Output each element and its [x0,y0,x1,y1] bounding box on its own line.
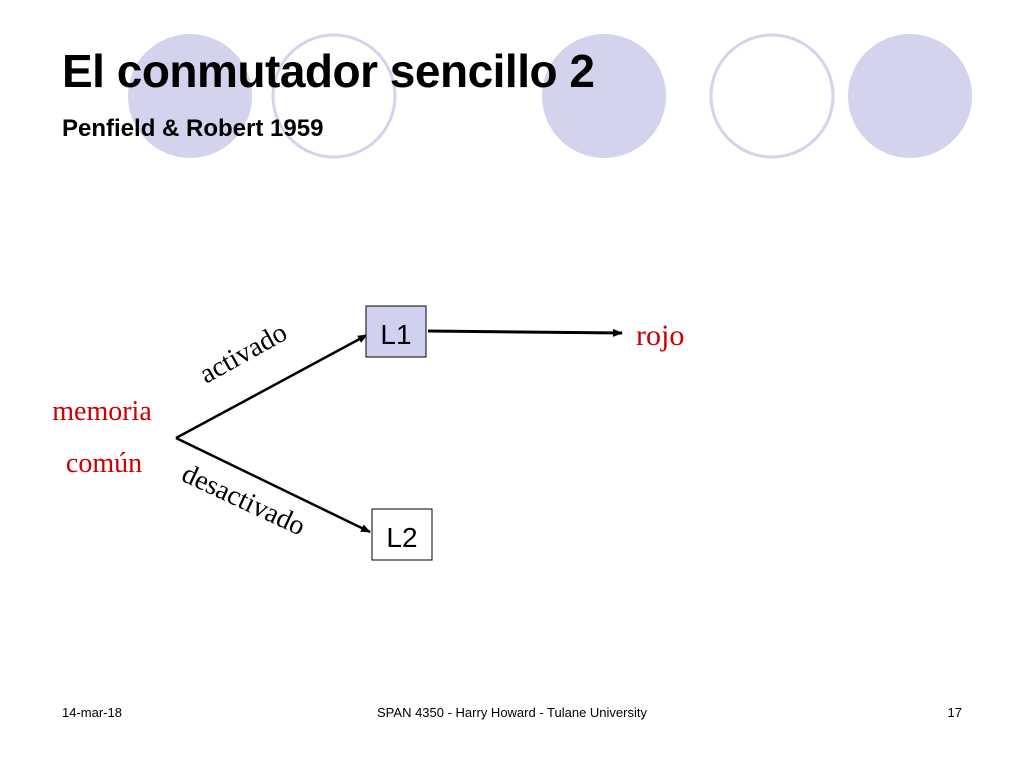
footer-page-number: 17 [947,705,962,720]
output-arrow [427,328,623,337]
decor-circle-filled [542,34,666,158]
node-l2-label: L2 [386,522,417,553]
source-label-comun: común [66,448,142,479]
source-label-memoria: memoria [52,396,152,427]
decor-circle-outline [271,33,397,159]
node-l1-label: L1 [380,319,411,350]
slide-subtitle: Penfield & Robert 1959 [62,115,324,142]
branch-label-activado: activado [194,317,292,390]
decor-circle-outline [709,33,835,159]
branch-lower-arrow [175,436,371,534]
switch-diagram: memoria común activado desactivado L1 L2… [52,305,684,561]
output-label-rojo: rojo [636,319,684,352]
node-l2-box [371,508,433,561]
footer-course: SPAN 4350 - Harry Howard - Tulane Univer… [377,705,647,720]
decorative-circles [128,33,972,159]
node-l1-box [365,305,427,358]
decor-circle-filled [848,34,972,158]
decor-circle-filled [128,34,252,158]
branch-upper-arrow [175,333,368,440]
slide-title: El conmutador sencillo 2 [62,45,595,97]
footer-date: 14-mar-18 [62,705,122,720]
